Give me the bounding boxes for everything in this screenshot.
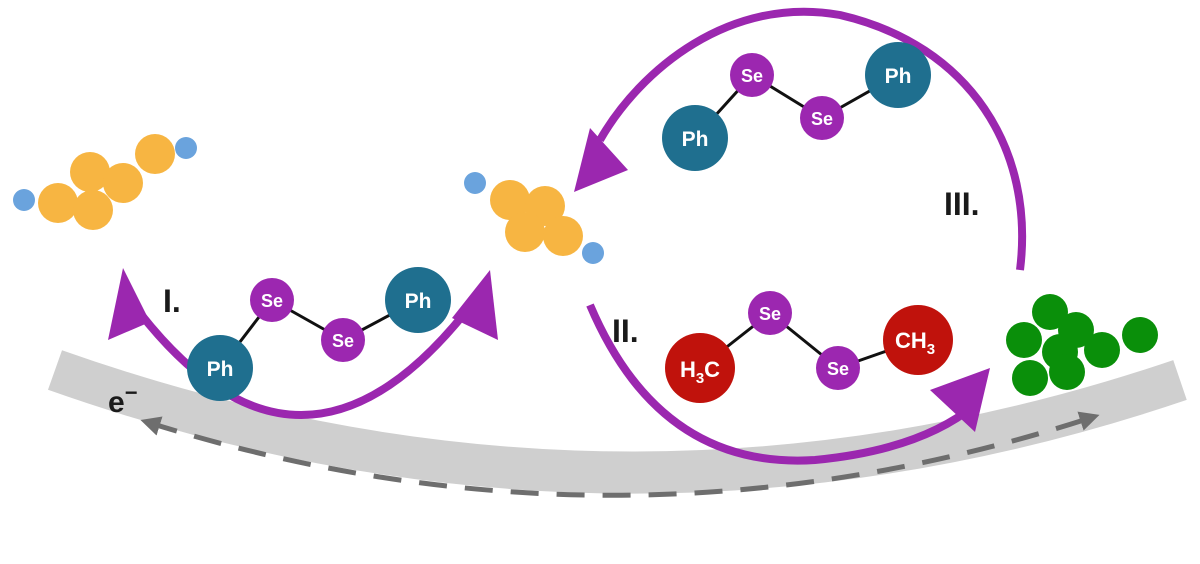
ph-atom bbox=[662, 105, 728, 171]
se-label: Se bbox=[811, 109, 833, 129]
reactant-cluster-left bbox=[13, 134, 197, 230]
se-label: Se bbox=[827, 359, 849, 379]
methyl-atom bbox=[665, 333, 735, 403]
se-atom bbox=[800, 96, 844, 140]
ph-label: Ph bbox=[682, 128, 709, 151]
ph-atom bbox=[865, 42, 931, 108]
molecule-diphenyl-diselenide-iii: Ph Se Se Ph bbox=[662, 42, 931, 171]
molecule-dimethyl-diselenide: H3C Se Se CH3 bbox=[665, 291, 953, 403]
se-atom bbox=[748, 291, 792, 335]
ph-atom bbox=[385, 267, 451, 333]
step-label-ii: II. bbox=[612, 313, 639, 349]
se-label: Se bbox=[261, 291, 283, 311]
se-atom bbox=[250, 278, 294, 322]
h3c-label: H3C bbox=[680, 357, 720, 387]
cycle-arrow-i bbox=[126, 297, 479, 419]
ph-label: Ph bbox=[885, 65, 912, 88]
reactant-cluster-middle bbox=[464, 172, 604, 264]
electron-label: e− bbox=[108, 380, 138, 419]
ph-atom bbox=[187, 335, 253, 401]
se-label: Se bbox=[332, 331, 354, 351]
cycle-arrow-ii bbox=[586, 303, 978, 465]
arrow-head-i-left bbox=[108, 268, 150, 340]
se-atom bbox=[321, 318, 365, 362]
ch3-label: CH3 bbox=[895, 328, 935, 358]
arrow-head-ii bbox=[930, 368, 990, 432]
product-cluster-green bbox=[1006, 294, 1158, 396]
cycle-arrow-iii bbox=[596, 7, 1027, 271]
step-label-iii: III. bbox=[944, 186, 980, 222]
arrow-head-i-right bbox=[452, 270, 498, 340]
se-atom bbox=[730, 53, 774, 97]
molecule-diphenyl-diselenide-i: Ph Se Se Ph bbox=[187, 267, 451, 401]
se-label: Se bbox=[741, 66, 763, 86]
electron-flow-arrow bbox=[140, 411, 1100, 498]
se-label: Se bbox=[759, 304, 781, 324]
ph-label: Ph bbox=[207, 358, 234, 381]
se-atom bbox=[816, 346, 860, 390]
step-label-i: I. bbox=[163, 283, 181, 319]
arrow-head-iii bbox=[574, 128, 628, 192]
methyl-atom bbox=[883, 305, 953, 375]
ph-label: Ph bbox=[405, 290, 432, 313]
